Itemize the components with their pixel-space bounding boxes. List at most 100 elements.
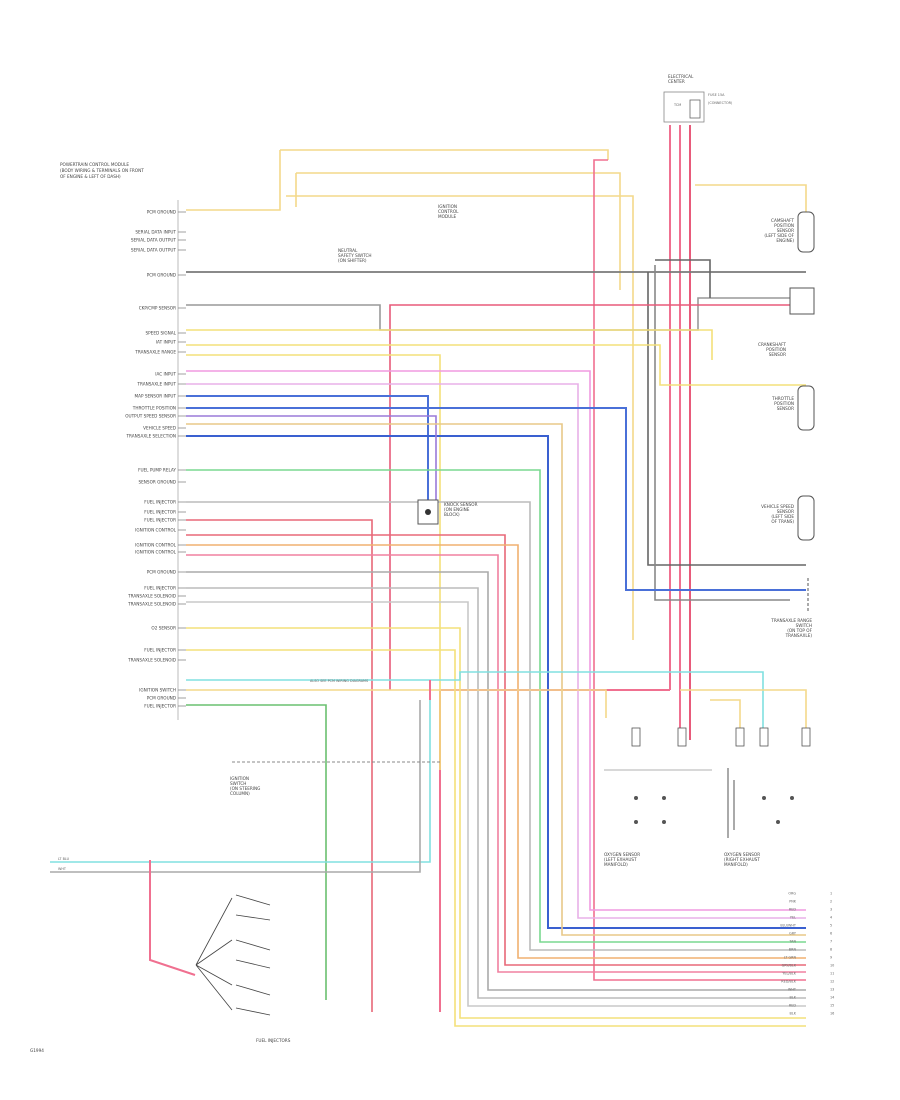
pcm-input-10: TRANSAXLE INPUT	[136, 382, 176, 387]
throttle-sensor-symbol	[797, 385, 815, 431]
camshaft-sensor-symbol	[797, 211, 815, 253]
pcm-input-7: IAT INPUT	[156, 340, 177, 345]
connector-plugs	[631, 727, 811, 747]
wire-red-fuse-1	[439, 125, 671, 1012]
bottom-pin-6: 7	[830, 940, 832, 944]
bottom-wire-label-4: BLU/WHT	[780, 924, 797, 928]
wire-pink-1	[186, 370, 806, 911]
bottom-pin-5: 6	[830, 932, 832, 936]
wire-gray-ground-2	[186, 297, 790, 331]
fuel-injectors-label: FUEL INJECTORS	[256, 1038, 291, 1043]
bottom-pin-14: 15	[830, 1004, 834, 1008]
bottom-pin-2: 3	[830, 908, 832, 912]
pcm-input-21: IGNITION CONTROL	[135, 528, 177, 533]
pcm-input-30: TRANSAXLE SOLENOID	[127, 658, 176, 663]
pcm-input-27: TRANSAXLE SOLENOID	[127, 602, 176, 607]
speed-sensor-label-line-1: SENSOR	[777, 509, 794, 514]
wire-cyan	[186, 671, 764, 740]
pcm-input-11: MAP SENSOR INPUT	[135, 394, 177, 399]
wire-yellow-bottom	[186, 689, 607, 718]
wire-blue-3	[186, 435, 806, 929]
knock-sensor-symbol	[417, 499, 439, 525]
pcm-input-12: THROTTLE POSITION	[132, 406, 176, 411]
o2-sensor-right-symbol	[727, 768, 794, 838]
bottom-wire-label-1: PNK	[789, 900, 797, 904]
bottom-pin-12: 13	[830, 988, 834, 992]
bottom-pin-1: 2	[830, 900, 832, 904]
ignition-module-label-line-1: CONTROL	[438, 209, 459, 214]
pcm-input-29: FUEL INJECTOR	[144, 648, 176, 653]
throttle-sensor-label-line-0: THROTTLE	[771, 396, 794, 401]
ignition-module-label-line-2: MODULE	[438, 214, 457, 219]
pcm-input-19: FUEL INJECTOR	[144, 510, 176, 515]
pcm-input-16: FUEL PUMP RELAY	[138, 468, 176, 473]
wire-harness	[50, 125, 807, 1027]
right-o2-label-line-1: (RIGHT EXHAUST	[724, 857, 760, 862]
wire-gray-inj-3	[186, 587, 806, 999]
bottom-wire-label-13: BLK	[790, 996, 797, 1000]
pcm-input-13: OUTPUT SPEED SENSOR	[125, 414, 176, 419]
bottom-pin-4: 5	[830, 924, 832, 928]
pcm-input-17: SENSOR GROUND	[138, 480, 176, 485]
wire-yellow-mid-3	[186, 354, 441, 770]
pcm-input-31: IGNITION SWITCH	[139, 688, 176, 693]
bottom-wire-label-14: RED	[789, 1004, 796, 1008]
pcm-input-28: O2 SENSOR	[151, 626, 176, 631]
fuse-block	[663, 91, 705, 123]
knock-sensor-label-line-0: KNOCK SENSOR	[444, 502, 478, 507]
left-o2-label-line-2: MANIFOLD)	[604, 862, 628, 867]
bottom-wire-label-15: BLK	[790, 1012, 797, 1016]
pcm-input-6: SPEED SIGNAL	[146, 331, 177, 336]
ckp-sensor-label-line-0: CRANKSHAFT	[758, 342, 786, 347]
ignition-switch-label-line-1: SWITCH	[230, 781, 246, 786]
wire-gray-right-2	[654, 265, 790, 601]
knock-sensor-label-line-2: BLOCK)	[444, 512, 460, 517]
wire-tan-1	[186, 423, 806, 936]
wire-red-inj-1	[186, 519, 373, 1012]
bottom-wire-label-0: ORG	[788, 892, 796, 896]
ckp-sensor-label-line-2: SENSOR	[769, 352, 786, 357]
speed-sensor-label-line-2: (LEFT SIDE	[771, 514, 794, 519]
bottom-wire-label-12: WHT	[788, 988, 797, 992]
ignition-switch-label-line-3: COLUMN)	[230, 791, 250, 796]
wire-pink-left-loop	[149, 680, 431, 976]
ckp-sensor-label-line-1: POSITION	[766, 347, 786, 352]
pcm-input-2: SERIAL DATA OUTPUT	[131, 238, 177, 243]
fuse-block-label-line-0: ELECTRICAL	[668, 74, 694, 79]
o2-sensor-left-symbol	[604, 769, 712, 824]
wire-red-sensor	[389, 304, 790, 315]
pcm-input-24: PCM GROUND	[147, 570, 176, 575]
wire-yellow-inj-2	[186, 649, 806, 1027]
pcm-input-20: FUEL INJECTOR	[144, 518, 176, 523]
pcm-input-33: FUEL INJECTOR	[144, 704, 176, 709]
pcm-title-line-1: (BODY WIRING & TERMINALS ON FRONT	[60, 168, 144, 173]
wire-gray-inj-2	[186, 571, 806, 991]
bottom-wire-label-6: TAN	[788, 940, 796, 944]
camshaft-sensor-label-line-2: SENSOR	[777, 228, 794, 233]
ignition-module-label-line-0: IGNITION	[438, 204, 457, 209]
pcm-input-1: SERIAL DATA INPUT	[135, 230, 176, 235]
pcm-input-14: VEHICLE SPEED	[143, 426, 176, 431]
camshaft-sensor-label-line-3: (LEFT SIDE OF	[764, 233, 794, 238]
wire-gray-left	[50, 700, 421, 873]
speed-sensor-label-line-3: OF TRANS)	[771, 519, 794, 524]
pcm-title-line-0: POWERTRAIN CONTROL MODULE	[60, 162, 129, 167]
wire-yellow-right-3	[710, 699, 741, 740]
bottom-pin-7: 8	[830, 948, 832, 952]
wire-orange-1	[186, 544, 806, 959]
ignition-switch-label-line-2: (ON STEERING	[230, 786, 260, 791]
throttle-sensor-label-line-1: POSITION	[774, 401, 794, 406]
wire-gray-inj-4	[186, 601, 806, 1007]
bottom-wire-label-2: RED	[789, 908, 796, 912]
bottom-wire-label-11: RED/BLK	[781, 980, 796, 984]
left-wire-label-0: LT BLU	[58, 857, 70, 861]
speed-sensor-label-line-0: VEHICLE SPEED	[761, 504, 794, 509]
pcm-input-4: PCM GROUND	[147, 273, 176, 278]
wire-green-2	[186, 704, 327, 1000]
range-switch-label-line-3: TRANSAXLE)	[785, 633, 813, 638]
bottom-pin-0: 1	[830, 892, 832, 896]
range-switch-label-line-2: (ON TOP OF	[787, 628, 812, 633]
pcm-input-0: PCM GROUND	[147, 210, 176, 215]
wire-yellow-mid-2	[186, 344, 806, 386]
pcm-input-8: TRANSAXLE RANGE	[134, 350, 176, 355]
